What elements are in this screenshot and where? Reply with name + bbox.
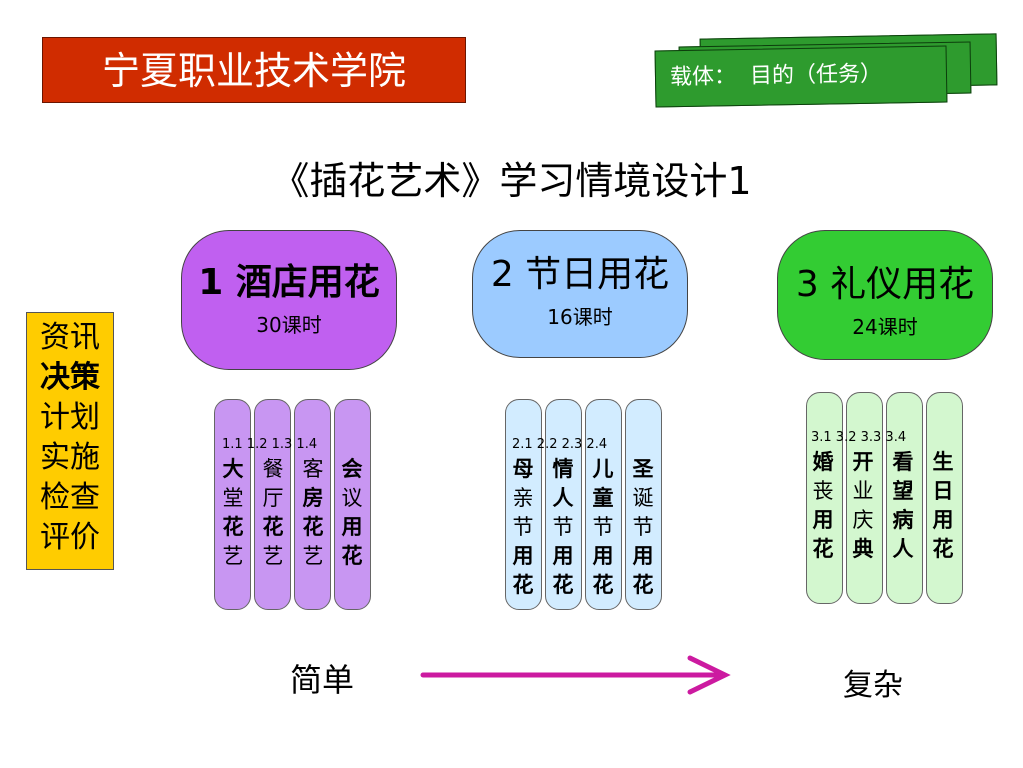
category-ceremony-flowers: 3 礼仪用花 24课时 [777, 230, 993, 360]
subtopic-pill [585, 399, 622, 610]
subtopic-guest-room: 客房花艺 [302, 457, 324, 568]
step-item: 检查 [40, 480, 100, 515]
category-hours: 24课时 [852, 315, 918, 339]
subtopic-pill [846, 392, 883, 604]
subtopic-pill [505, 399, 542, 610]
subtopic-pill [214, 399, 251, 610]
subtopic-lobby: 大堂花艺 [222, 457, 244, 568]
progress-arrow-icon [420, 655, 731, 695]
subtopic-pill [294, 399, 331, 610]
subtopic-pill [625, 399, 662, 610]
workflow-steps-panel: 资讯 决策 计划 实施 检查 评价 [26, 312, 114, 570]
step-item: 评价 [40, 520, 100, 555]
subtopic-numbers: 1.1 1.2 1.3 1.4 [222, 437, 318, 452]
label-complex: 复杂 [843, 668, 903, 703]
step-item: 资讯 [40, 320, 100, 355]
category-festival-flowers: 2 节日用花 16课时 [472, 230, 688, 358]
subtopic-visiting-patients: 看望病人 [892, 450, 914, 561]
subtopic-meeting: 会议用花 [341, 457, 363, 568]
subtopic-valentines-day: 情人节用花 [552, 457, 574, 597]
school-banner: 宁夏职业技术学院 [42, 37, 466, 103]
category-name: 2 节日用花 [490, 254, 670, 295]
page-title: 《插花艺术》学习情境设计1 [271, 159, 752, 203]
subtopic-christmas: 圣诞节用花 [632, 457, 654, 597]
step-item: 实施 [40, 440, 100, 475]
subtopic-pill [926, 392, 963, 604]
subtopic-pill [886, 392, 923, 604]
category-name: 3 礼仪用花 [795, 264, 975, 305]
step-item: 计划 [40, 400, 100, 435]
subtopic-restaurant: 餐厅花艺 [262, 457, 284, 568]
subtopic-pill [806, 392, 843, 604]
subtopic-numbers: 2.1 2.2 2.3 2.4 [512, 437, 608, 452]
category-hotel-flowers: 1 酒店用花 30课时 [181, 230, 397, 370]
subtopic-childrens-day: 儿童节用花 [592, 457, 614, 597]
subtopic-pill [254, 399, 291, 610]
step-item: 决策 [40, 360, 100, 395]
carrier-card-front: 载体： 目的（任务） [654, 45, 948, 108]
category-hours: 16课时 [547, 305, 613, 329]
subtopic-mothers-day: 母亲节用花 [512, 457, 534, 597]
subtopic-numbers: 3.1 3.2 3.3 3.4 [811, 430, 907, 445]
subtopic-pill [545, 399, 582, 610]
label-simple: 简单 [290, 661, 355, 699]
subtopic-birthday: 生日用花 [932, 450, 954, 561]
category-name: 1 酒店用花 [198, 262, 380, 303]
subtopic-pill [334, 399, 371, 610]
subtopic-opening-ceremony: 开业庆典 [852, 450, 874, 561]
subtopic-wedding-funeral: 婚丧用花 [812, 450, 834, 561]
category-hours: 30课时 [256, 313, 322, 337]
